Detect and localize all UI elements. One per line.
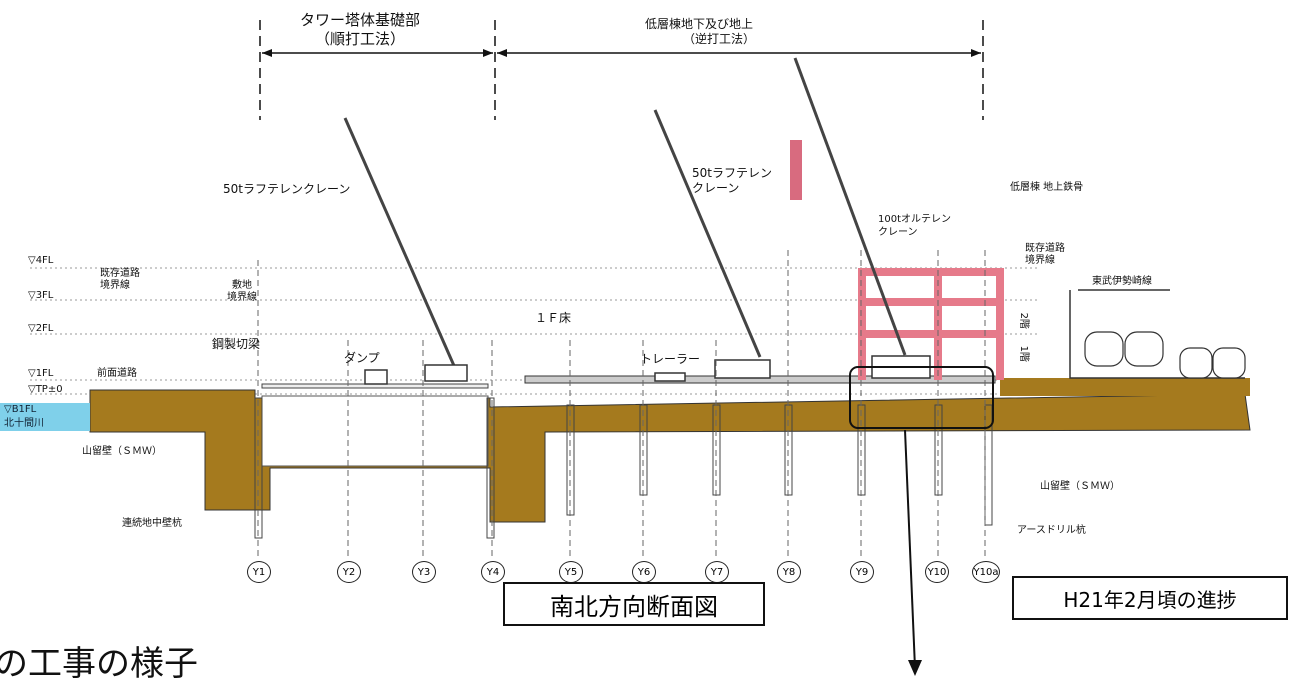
crane-50t-mid-label-1: 50tラフテレン [692, 166, 772, 180]
existing-road-boundary-left-2: 境界線 [100, 280, 130, 291]
right-header-sub: （逆打工法） [683, 32, 756, 46]
site-boundary-1: 敷地 [232, 280, 252, 291]
pointer-arrow-head [908, 660, 922, 676]
left-header-sub: （順打工法） [315, 30, 406, 48]
front-road-label: 前面道路 [97, 368, 137, 379]
level-b1fl: ▽B1FL [0, 403, 90, 417]
diaphragm-pile-label: 連続地中壁杭 [122, 518, 182, 529]
level-1fl: ▽1FL [28, 368, 54, 379]
dump-label: ダンプ [344, 351, 380, 365]
axis-y7: Y7 [705, 561, 729, 583]
pointer-arrow-shaft [904, 429, 916, 669]
right-header-title: 低層棟地下及び地上 [645, 17, 754, 31]
tobu-line-label: 東武伊勢崎線 [1092, 276, 1152, 287]
progress-caption: H21年2月頃の進捗 [1012, 576, 1288, 620]
existing-road-boundary-left-1: 既存道路 [100, 268, 140, 279]
header-arrowheads [262, 49, 981, 57]
left-header-title: タワー塔体基礎部 [300, 11, 421, 29]
axis-grid-lines [257, 250, 986, 560]
retaining-wall-left-label: 山留壁（ＳＭＷ） [82, 446, 162, 457]
axis-y10a: Y10a [972, 561, 1000, 583]
crane-50t-left-label: 50tラフテレンクレーン [223, 182, 351, 196]
hanging-steel-column [790, 140, 802, 200]
axis-y2: Y2 [337, 561, 361, 583]
axis-y3: Y3 [412, 561, 436, 583]
soil-right [1000, 378, 1250, 396]
highlight-region [849, 366, 994, 429]
earth-drill-pile-label: アースドリル杭 [1017, 525, 1086, 536]
site-boundary-2: 境界線 [227, 292, 257, 303]
axis-y4: Y4 [481, 561, 505, 583]
level-2fl: ▽2FL [28, 323, 54, 334]
river-label: 北十間川 [0, 417, 90, 431]
floor-2-label: 2階 [1017, 312, 1029, 329]
diagram-caption: 南北方向断面図 [503, 582, 765, 626]
crane-100t-label-1: 100tオルテレン [878, 214, 952, 225]
level-4fl: ▽4FL [28, 255, 54, 266]
existing-road-boundary-right-1: 既存道路 [1025, 243, 1065, 254]
level-tp0: ▽TP±0 [28, 384, 63, 395]
floor-1f-label: １Ｆ床 [535, 311, 572, 325]
header-dimension-lines [259, 20, 984, 120]
excavation-pit [261, 395, 489, 467]
axis-y10: Y10 [925, 561, 949, 583]
floor-1-label: 1階 [1017, 345, 1029, 362]
tobu-trains [1084, 331, 1246, 379]
axis-y9: Y9 [850, 561, 874, 583]
axis-y5: Y5 [559, 561, 583, 583]
axis-y8: Y8 [777, 561, 801, 583]
trailer-label: トレーラー [640, 352, 701, 366]
axis-y6: Y6 [632, 561, 656, 583]
crane-100t-label-2: クレーン [878, 227, 918, 238]
crane-50t-mid-label-2: クレーン [692, 181, 740, 195]
level-3fl: ▽3FL [28, 290, 54, 301]
crane-booms [343, 57, 907, 369]
low-rise-steel-label: 低層棟 地上鉄骨 [1010, 182, 1084, 193]
bottom-title-text: の工事の様子 [0, 644, 198, 684]
steel-strut-label: 鋼製切梁 [212, 337, 261, 351]
retaining-wall-right-label: 山留壁（ＳＭＷ） [1040, 481, 1120, 492]
existing-road-boundary-right-2: 境界線 [1025, 255, 1055, 266]
axis-y1: Y1 [247, 561, 271, 583]
